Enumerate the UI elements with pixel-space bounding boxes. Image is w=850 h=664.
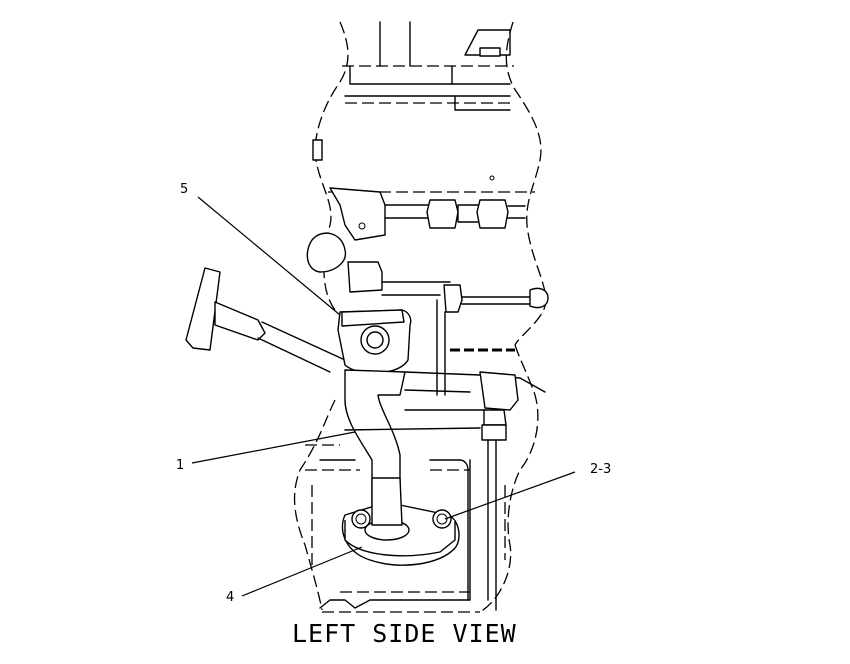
lower-engine-structure	[319, 459, 471, 609]
callout-label-2-3: 2-3	[590, 462, 611, 477]
dipstick-t-handle	[185, 267, 346, 373]
leader-5	[197, 196, 341, 316]
leader-2-3	[444, 471, 576, 520]
leader-1	[191, 431, 356, 464]
mounting-bolt	[469, 409, 507, 611]
view-title: LEFT SIDE VIEW	[292, 619, 517, 648]
fuel-line-assembly	[306, 139, 549, 396]
leader-4	[241, 546, 363, 597]
callout-label-5: 5	[180, 182, 188, 197]
oil-filler-tube	[337, 309, 546, 521]
callout-label-1: 1	[176, 458, 184, 473]
tube-flange	[341, 477, 460, 566]
upper-engine-structure	[344, 21, 511, 111]
callout-leaders	[191, 196, 576, 597]
callout-label-4: 4	[226, 590, 234, 605]
